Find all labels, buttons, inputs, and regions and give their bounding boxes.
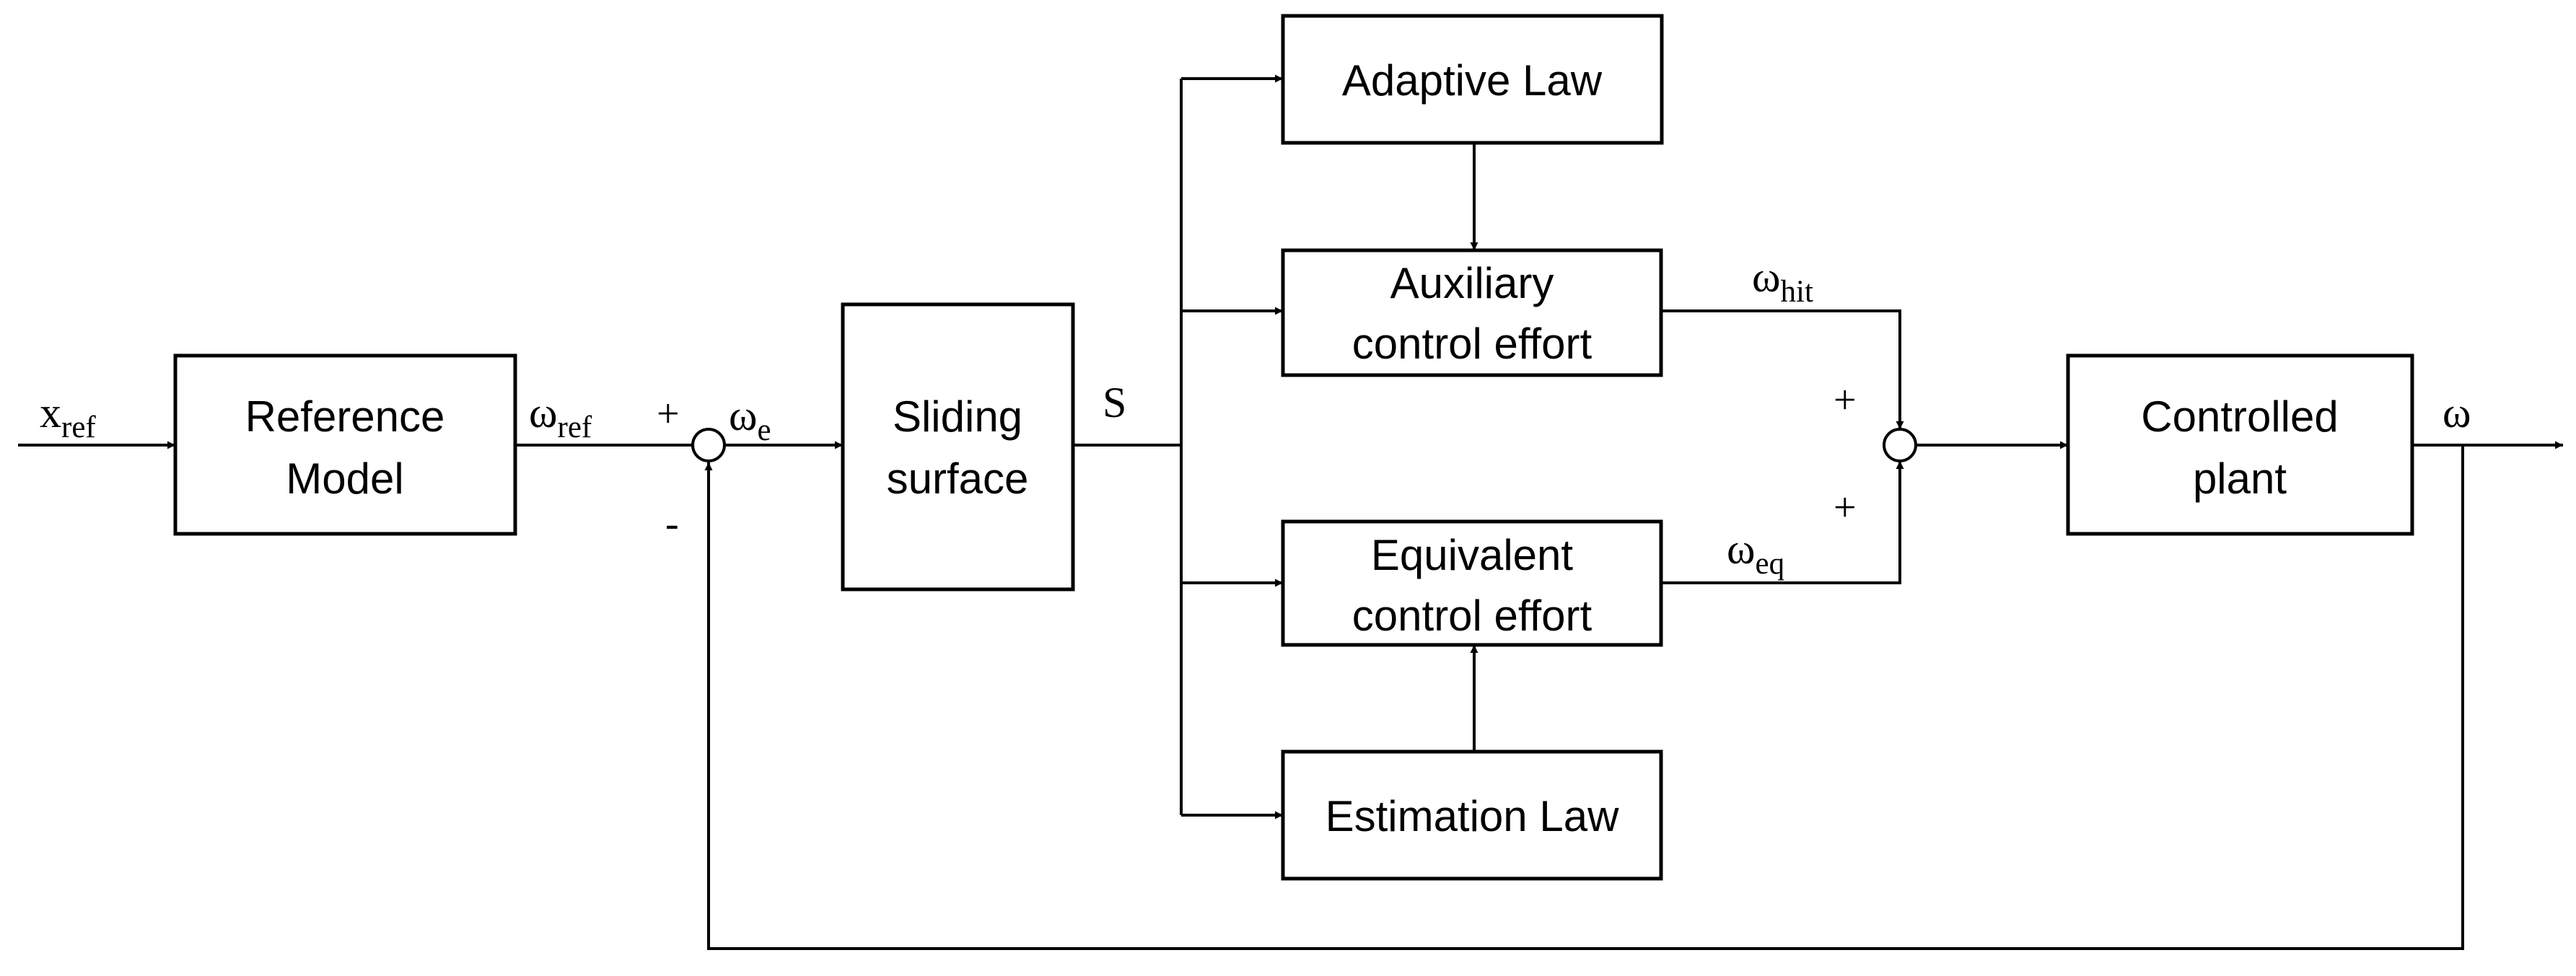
sum2-top-plus-sign: + [1834, 378, 1857, 423]
signal-x-ref: xref [40, 389, 96, 444]
wire-feedback-loop [704, 445, 2464, 950]
sliding-surface-block: Sliding surface [841, 302, 1075, 592]
summing-junction-error [691, 428, 726, 462]
signal-s: S [1103, 379, 1126, 426]
reference-model-label-line2: Model [286, 454, 403, 503]
signal-omega-output: ω [2443, 389, 2471, 436]
adaptive-law-block: Adaptive Law [1281, 14, 1664, 145]
auxiliary-control-label-line1: Auxiliary [1390, 259, 1554, 307]
equivalent-control-effort-block: Equivalent control effort [1281, 519, 1663, 647]
auxiliary-control-label-line2: control effort [1352, 320, 1593, 368]
connections [18, 74, 2563, 950]
sliding-surface-label-line1: Sliding [893, 392, 1022, 441]
equivalent-control-label-line1: Equivalent [1371, 531, 1574, 579]
adaptive-law-label: Adaptive Law [1342, 56, 1603, 105]
signal-omega-e: ωe [729, 392, 771, 447]
reference-model-block: Reference Model [173, 353, 517, 536]
estimation-law-block: Estimation Law [1281, 749, 1663, 881]
sliding-surface-label-line2: surface [887, 454, 1029, 503]
controlled-plant-label-line1: Controlled [2141, 392, 2339, 441]
controlled-plant-block: Controlled plant [2066, 353, 2414, 536]
estimation-law-label: Estimation Law [1326, 792, 1620, 840]
sum1-minus-sign: - [665, 501, 679, 546]
sum1-plus-sign: + [657, 392, 680, 436]
wire-auxiliary-to-sum2 [1661, 309, 1904, 429]
signal-omega-ref: ωref [529, 389, 592, 444]
summing-junction-control [1883, 428, 1917, 462]
auxiliary-control-effort-block: Auxiliary control effort [1281, 248, 1663, 377]
reference-model-label-line1: Reference [245, 392, 445, 441]
wire-equivalent-to-sum2 [1661, 461, 1904, 584]
sum2-bottom-plus-sign: + [1834, 485, 1857, 530]
signal-omega-hit: ωhit [1752, 253, 1813, 309]
controlled-plant-label-line2: plant [2193, 454, 2287, 503]
signal-omega-eq: ωeq [1727, 525, 1784, 581]
equivalent-control-label-line2: control effort [1352, 592, 1593, 640]
